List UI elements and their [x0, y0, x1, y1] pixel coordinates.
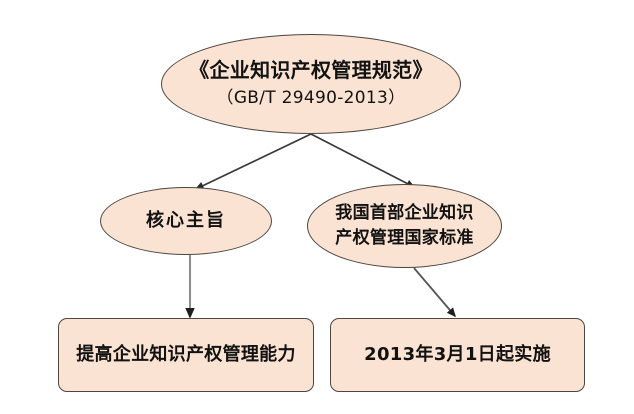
node-effective-date-label: 2013年3月1日起实施 [364, 344, 551, 366]
node-core-purpose-label: 核心主旨 [146, 210, 226, 232]
node-improve-capability[interactable]: 提高企业知识产权管理能力 [58, 318, 314, 392]
node-core-purpose[interactable]: 核心主旨 [100, 187, 272, 255]
edge-first-national-to-effective-date [413, 267, 456, 318]
standard-code-line: （GB/T 29490-2013） [216, 87, 406, 108]
node-standard-title[interactable]: 《企业知识产权管理规范》 （GB/T 29490-2013） [161, 34, 461, 134]
node-standard-title-text: 《企业知识产权管理规范》 （GB/T 29490-2013） [183, 58, 439, 109]
edge-standard-to-first-national [310, 133, 416, 188]
node-improve-capability-label: 提高企业知识产权管理能力 [76, 344, 296, 366]
first-national-line-1: 我国首部企业知识 [335, 203, 474, 224]
node-first-national-standard-text: 我国首部企业知识 产权管理国家标准 [329, 201, 479, 250]
edge-standard-to-core [194, 133, 312, 190]
first-national-line-2: 产权管理国家标准 [335, 228, 474, 248]
node-effective-date[interactable]: 2013年3月1日起实施 [330, 318, 585, 392]
standard-name-line: 《企业知识产权管理规范》 [189, 58, 433, 83]
node-first-national-standard[interactable]: 我国首部企业知识 产权管理国家标准 [307, 184, 502, 268]
